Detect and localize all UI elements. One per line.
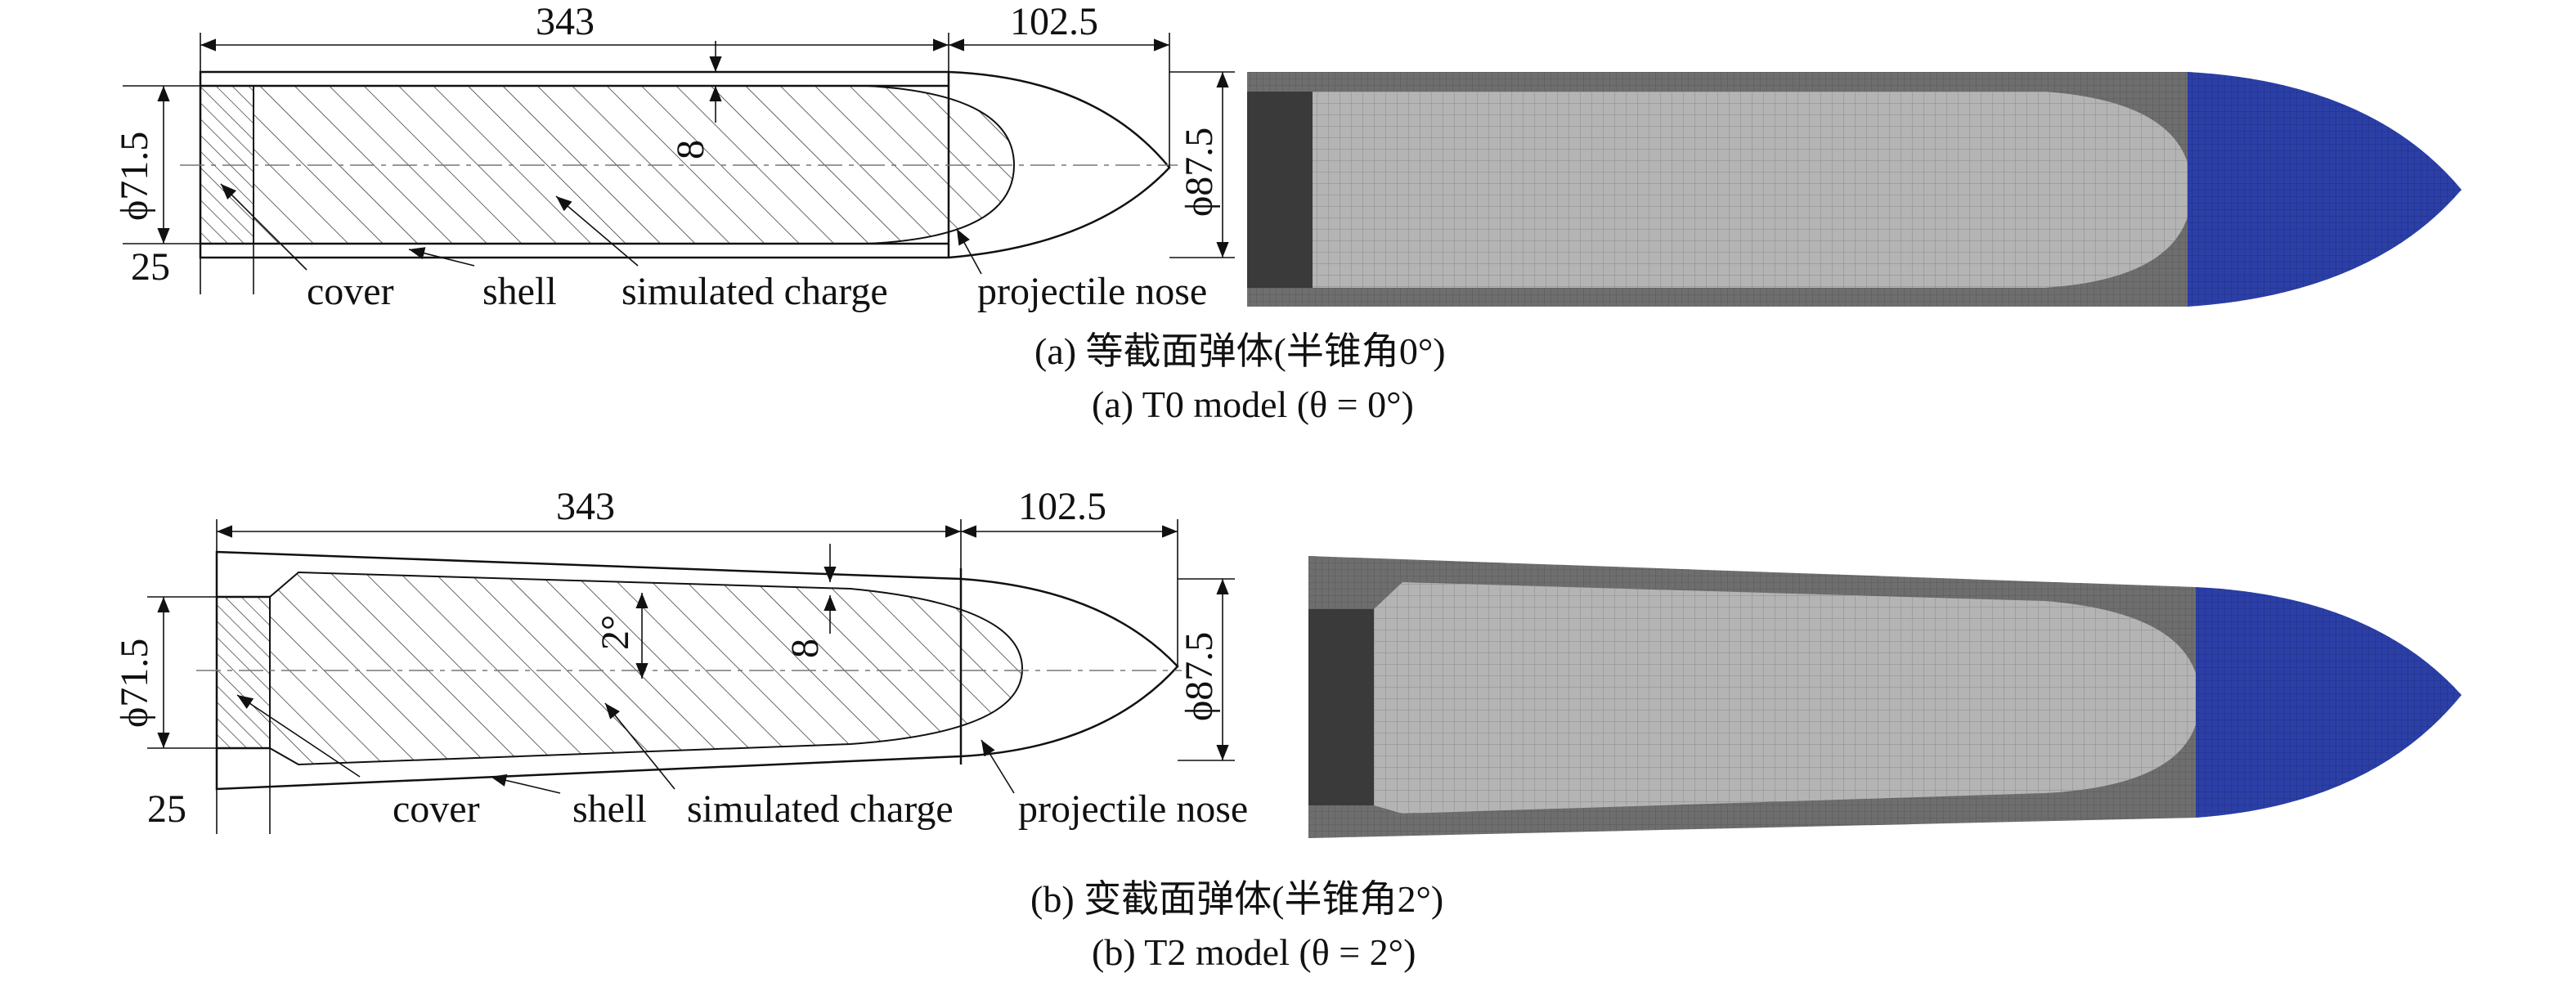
label-cover-a: cover [307, 270, 394, 313]
panel-a-mesh [1247, 72, 2462, 307]
panel-a-drawing: 343 102.5 ϕ71.5 ϕ87.5 8 25 cover shell s… [113, 0, 1235, 313]
dim-body-a: 343 [536, 0, 595, 43]
charge-region [253, 85, 1016, 244]
dim-nose-b: 102.5 [1018, 485, 1106, 528]
dim-wall-a: 8 [669, 140, 712, 159]
label-nose-a: projectile nose [977, 270, 1207, 313]
label-shell-b: shell [572, 787, 647, 831]
dim-dia-right-b: ϕ87.5 [1178, 632, 1221, 721]
charge-region-b [269, 571, 1024, 766]
caption-a-cn: (a) 等截面弹体(半锥角0°) [1034, 330, 1446, 372]
caption-b-en: (b) T2 model (θ = 2°) [1092, 931, 1416, 973]
label-charge-a: simulated charge [622, 270, 888, 313]
caption-b-cn: (b) 变截面弹体(半锥角2°) [1030, 878, 1443, 920]
dim-nose-a: 102.5 [1010, 0, 1098, 43]
caption-a-en: (a) T0 model (θ = 0°) [1092, 383, 1414, 425]
dim-wall-b: 8 [783, 639, 827, 658]
dim-angle-b: 2° [594, 615, 637, 650]
dim-dia-right-a: ϕ87.5 [1178, 128, 1221, 217]
panel-b-mesh [1308, 556, 2462, 838]
dim-cover-b: 25 [147, 787, 186, 831]
cover-region-b [216, 596, 271, 749]
label-nose-b: projectile nose [1018, 787, 1248, 831]
dim-cover-a: 25 [131, 245, 170, 289]
label-cover-b: cover [393, 787, 480, 831]
dim-body-b: 343 [556, 485, 615, 528]
shell-outline-b [215, 550, 1179, 791]
panel-b-drawing: 343 102.5 ϕ71.5 ϕ87.5 8 2° 25 cover shel… [113, 485, 1248, 834]
dim-dia-left-b: ϕ71.5 [113, 639, 156, 728]
label-shell-a: shell [482, 270, 557, 313]
shell-outline [199, 70, 1171, 259]
label-charge-b: simulated charge [687, 787, 954, 831]
dim-dia-left-a: ϕ71.5 [113, 132, 156, 221]
